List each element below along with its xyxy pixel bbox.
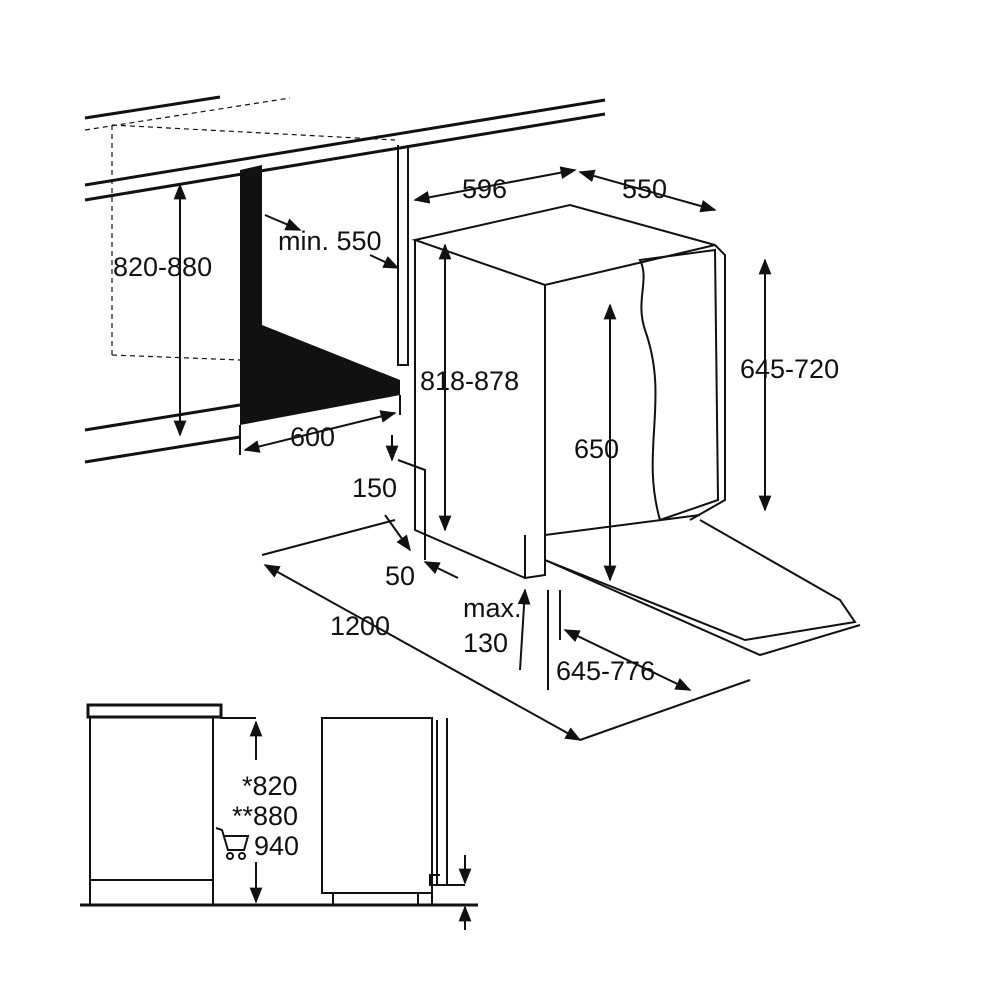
label-door-height: 645-720 bbox=[740, 354, 839, 384]
label-depth: 550 bbox=[622, 174, 667, 204]
side-view-dishwasher bbox=[321, 717, 472, 930]
label-height-820: *820 bbox=[242, 771, 298, 801]
label-niche-width: 600 bbox=[290, 422, 335, 452]
dishwasher-body bbox=[397, 203, 861, 657]
label-total-1200: 1200 bbox=[330, 611, 390, 641]
shopping-cart-icon bbox=[215, 827, 250, 860]
label-max-130: 130 bbox=[463, 628, 508, 658]
label-inner-height: 650 bbox=[574, 434, 619, 464]
label-cabinet-height: 820-880 bbox=[113, 252, 212, 282]
dimension-lines bbox=[173, 166, 772, 741]
countertop bbox=[84, 95, 606, 464]
label-max: max. bbox=[463, 593, 522, 623]
label-appliance-height: 818-878 bbox=[420, 366, 519, 396]
label-door-range: 645-776 bbox=[556, 656, 655, 686]
label-width: 596 bbox=[462, 174, 507, 204]
label-min-depth: min. 550 bbox=[278, 226, 382, 256]
label-plinth-50: 50 bbox=[385, 561, 415, 591]
label-height-880: **880 bbox=[232, 801, 298, 831]
side-view-cabinet bbox=[80, 703, 478, 907]
label-height-940: 940 bbox=[254, 831, 299, 861]
niche-walls bbox=[239, 145, 409, 455]
label-plinth-150: 150 bbox=[352, 473, 397, 503]
